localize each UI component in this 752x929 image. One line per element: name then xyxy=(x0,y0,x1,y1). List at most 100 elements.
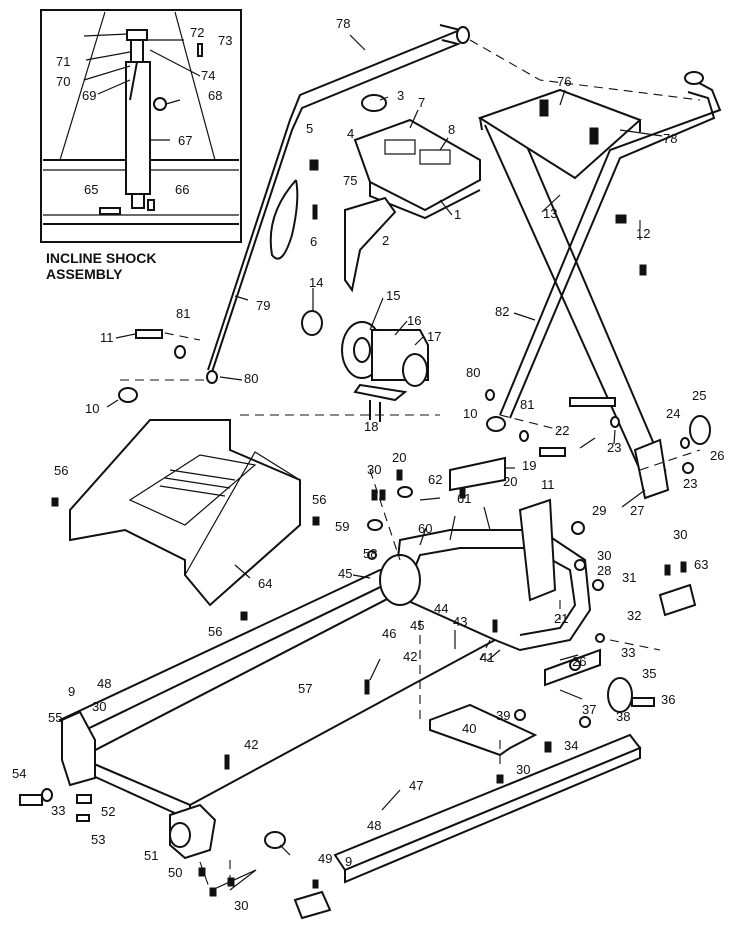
callout-64: 64 xyxy=(258,576,272,591)
callout-60: 60 xyxy=(418,521,432,536)
callout-32: 32 xyxy=(627,608,641,623)
callout-22: 22 xyxy=(555,423,569,438)
callout-82: 82 xyxy=(495,304,509,319)
callout-13: 13 xyxy=(543,206,557,221)
callout-26: 26 xyxy=(572,654,586,669)
callout-49: 49 xyxy=(318,851,332,866)
callout-30: 30 xyxy=(597,548,611,563)
callout-5: 5 xyxy=(306,121,313,136)
callout-37: 37 xyxy=(582,702,596,717)
callout-53: 53 xyxy=(91,832,105,847)
callout-30: 30 xyxy=(234,898,248,913)
callout-70: 70 xyxy=(56,74,70,89)
callout-40: 40 xyxy=(462,721,476,736)
callout-78: 78 xyxy=(336,16,350,31)
callout-27: 27 xyxy=(630,503,644,518)
callout-48: 48 xyxy=(97,676,111,691)
callout-72: 72 xyxy=(190,25,204,40)
callout-65: 65 xyxy=(84,182,98,197)
callout-80: 80 xyxy=(244,371,258,386)
callout-46: 46 xyxy=(382,626,396,641)
callout-75: 75 xyxy=(343,173,357,188)
console xyxy=(269,94,481,293)
callout-43: 43 xyxy=(453,614,467,629)
callout-15: 15 xyxy=(386,288,400,303)
callout-71: 71 xyxy=(56,54,70,69)
callout-12: 12 xyxy=(636,226,650,241)
callout-54: 54 xyxy=(12,766,26,781)
callout-42: 42 xyxy=(244,737,258,752)
callout-38: 38 xyxy=(616,709,630,724)
callout-78: 78 xyxy=(663,131,677,146)
inset-title-line1: INCLINE SHOCK xyxy=(46,250,156,266)
leader-lines xyxy=(106,34,663,891)
callout-14: 14 xyxy=(309,275,323,290)
callout-11: 11 xyxy=(100,330,114,345)
callout-23: 23 xyxy=(607,440,621,455)
motor-hood xyxy=(69,419,301,607)
callout-62: 62 xyxy=(428,472,442,487)
treadmill-deck xyxy=(58,415,711,920)
callout-28: 28 xyxy=(597,563,611,578)
motor-assembly xyxy=(301,310,429,422)
callout-33: 33 xyxy=(51,803,65,818)
callout-17: 17 xyxy=(427,329,441,344)
callout-73: 73 xyxy=(218,33,232,48)
callout-16: 16 xyxy=(407,313,421,328)
callout-56: 56 xyxy=(208,624,222,639)
callout-69: 69 xyxy=(82,88,96,103)
callout-41: 41 xyxy=(480,650,494,665)
callout-80: 80 xyxy=(466,365,480,380)
callout-68: 68 xyxy=(208,88,222,103)
callout-30: 30 xyxy=(516,762,530,777)
callout-23: 23 xyxy=(683,476,697,491)
callout-6: 6 xyxy=(310,234,317,249)
callout-10: 10 xyxy=(463,406,477,421)
callout-30: 30 xyxy=(92,699,106,714)
callout-4: 4 xyxy=(347,126,354,141)
assembly-guide-lines xyxy=(120,39,701,891)
callout-3: 3 xyxy=(397,88,404,103)
callout-63: 63 xyxy=(694,557,708,572)
callout-20: 20 xyxy=(503,474,517,489)
callout-48: 48 xyxy=(367,818,381,833)
callout-10: 10 xyxy=(85,401,99,416)
fasteners xyxy=(19,214,694,897)
callout-21: 21 xyxy=(554,611,568,626)
callout-59: 59 xyxy=(335,519,349,534)
callout-20: 20 xyxy=(392,450,406,465)
callout-79: 79 xyxy=(256,298,270,313)
callout-9: 9 xyxy=(345,854,352,869)
callout-1: 1 xyxy=(454,207,461,222)
callout-8: 8 xyxy=(448,122,455,137)
callout-33: 33 xyxy=(621,645,635,660)
callout-74: 74 xyxy=(201,68,215,83)
callout-56: 56 xyxy=(54,463,68,478)
callout-26: 26 xyxy=(710,448,724,463)
callout-11: 11 xyxy=(541,477,555,492)
incline-shock-inset: INCLINE SHOCK ASSEMBLY xyxy=(40,9,242,282)
callout-45: 45 xyxy=(338,566,352,581)
callout-57: 57 xyxy=(298,681,312,696)
callout-42: 42 xyxy=(403,649,417,664)
callout-30: 30 xyxy=(673,527,687,542)
callout-31: 31 xyxy=(622,570,636,585)
callout-81: 81 xyxy=(520,397,534,412)
callout-7: 7 xyxy=(418,95,425,110)
callout-56: 56 xyxy=(312,492,326,507)
callout-30: 30 xyxy=(367,462,381,477)
callout-52: 52 xyxy=(101,804,115,819)
upright-frame xyxy=(207,24,722,500)
callout-66: 66 xyxy=(175,182,189,197)
callout-29: 29 xyxy=(592,503,606,518)
inset-title-line2: ASSEMBLY xyxy=(46,266,123,282)
callout-35: 35 xyxy=(642,666,656,681)
callout-24: 24 xyxy=(666,406,680,421)
callout-39: 39 xyxy=(496,708,510,723)
callout-34: 34 xyxy=(564,738,578,753)
callout-9: 9 xyxy=(68,684,75,699)
callout-51: 51 xyxy=(144,848,158,863)
callout-25: 25 xyxy=(692,388,706,403)
